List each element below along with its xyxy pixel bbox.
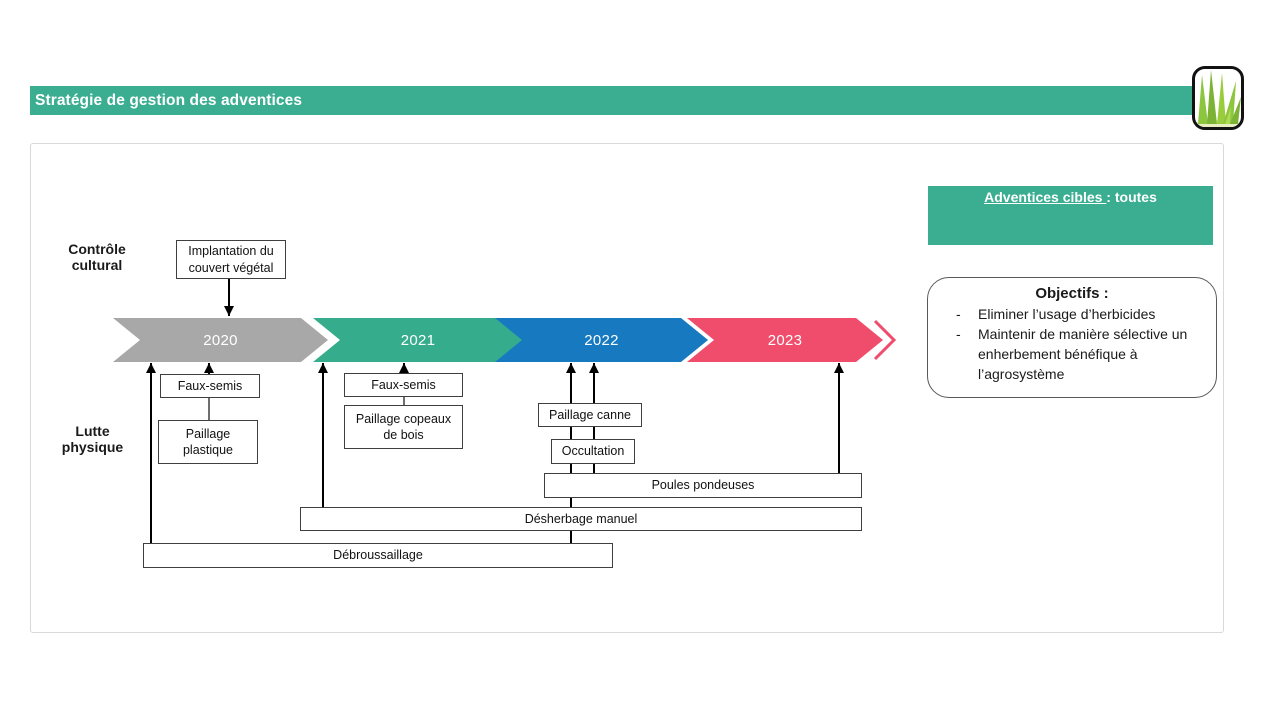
arrowhead-up-icon — [146, 363, 156, 373]
grass-logo-icon — [1192, 66, 1244, 130]
year-label-2022: 2022 — [584, 331, 619, 349]
arrowhead-up-icon — [566, 363, 576, 373]
year-label-2021: 2021 — [400, 331, 436, 349]
connector-desherbage-2021 — [318, 363, 328, 508]
box-paillage-canne: Paillage canne — [538, 403, 642, 427]
arrowhead-up-icon — [834, 363, 844, 373]
bar-debroussaillage: Débroussaillage — [143, 543, 613, 568]
objectives-box: Objectifs : Eliminer l’usage d’herbicide… — [927, 277, 1217, 398]
year-arrow-2022: 2022 — [495, 318, 708, 362]
connector-implantation-down — [224, 278, 234, 316]
arrowhead-down-icon — [224, 306, 234, 316]
objective-item: Eliminer l’usage d’herbicides — [954, 304, 1202, 324]
box-faux-semis-2020: Faux-semis — [160, 374, 260, 398]
connector-fauxsemis-2020 — [204, 363, 214, 375]
connector-paillage-copeaux — [403, 397, 405, 406]
box-paillage-plastique: Paillage plastique — [158, 420, 258, 464]
box-paillage-copeaux: Paillage copeaux de bois — [344, 405, 463, 449]
arrowhead-up-icon — [204, 363, 214, 373]
year-arrow-2020: 2020 — [113, 318, 328, 362]
title-bar: Stratégie de gestion des adventices — [30, 86, 1196, 115]
objective-item: Maintenir de manière sélective un enherb… — [954, 324, 1202, 384]
page-title: Stratégie de gestion des adventices — [35, 91, 303, 109]
row-label-cultural: Contrôle cultural — [68, 241, 126, 274]
target-weeds-label: Adventices cibles — [984, 189, 1107, 205]
arrowhead-up-icon — [589, 363, 599, 373]
box-implantation-couvert: Implantation du couvert végétal — [176, 240, 286, 279]
objectives-list: Eliminer l’usage d’herbicides Maintenir … — [954, 304, 1202, 384]
connector-fauxsemis-2021 — [399, 363, 409, 374]
year-label-2023: 2023 — [767, 331, 803, 349]
connector-poules-2023 — [834, 363, 844, 474]
arrowhead-up-icon — [318, 363, 328, 373]
box-faux-semis-2021: Faux-semis — [344, 373, 463, 397]
bar-poules-pondeuses: Poules pondeuses — [544, 473, 862, 498]
arrowhead-up-icon — [399, 363, 409, 373]
year-arrow-2023: 2023 — [687, 318, 883, 362]
connector-paillage-plastique — [208, 398, 210, 421]
bar-desherbage-manuel: Désherbage manuel — [300, 507, 862, 531]
timeline-end-chevron-icon — [873, 319, 897, 361]
year-arrow-2021: 2021 — [313, 318, 523, 362]
row-label-physical: Lutte physique — [61, 423, 124, 456]
grass-blades-icon — [1195, 70, 1241, 127]
target-weeds-value: : toutes — [1106, 189, 1157, 205]
year-label-2020: 2020 — [203, 331, 238, 349]
box-occultation: Occultation — [551, 439, 635, 464]
target-weeds-box: Adventices cibles : toutes — [928, 186, 1213, 245]
objectives-title: Objectifs : — [1035, 285, 1109, 302]
connector-debroussaillage-2020 — [146, 363, 156, 544]
